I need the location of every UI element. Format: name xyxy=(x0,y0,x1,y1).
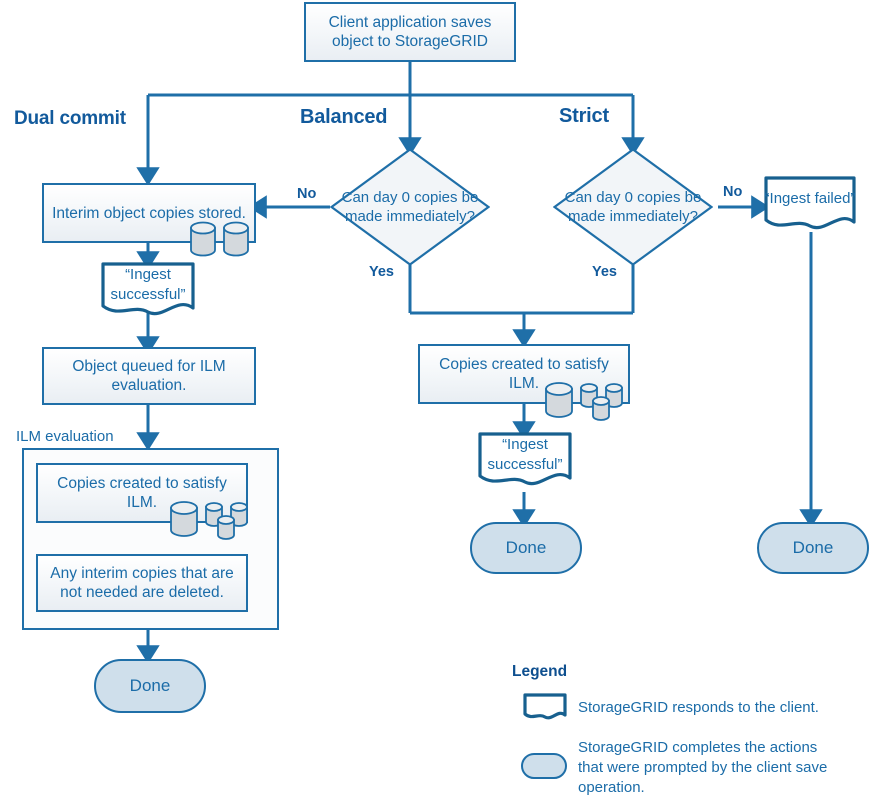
document-wave-shape xyxy=(478,432,572,486)
balanced-yes-label: Yes xyxy=(369,264,394,280)
legend-item-document-text: StorageGRID responds to the client. xyxy=(578,699,819,716)
strict-decision: Can day 0 copies be made immediately? xyxy=(552,148,714,266)
legend-item-stadium-text: StorageGRID completes the actions that w… xyxy=(578,739,828,796)
ilm-evaluation-group-label: ILM evaluation xyxy=(16,428,114,445)
object-queued-label: Object queued for ILM evaluation. xyxy=(72,358,226,394)
document-wave-shape xyxy=(101,262,195,316)
legend-item-document-icon xyxy=(523,693,567,723)
ingest-failed-node: “Ingest failed” xyxy=(764,176,856,234)
strict-no-label: No xyxy=(723,184,743,200)
ilm-interim-deleted-label: Any interim copies that are not needed a… xyxy=(50,565,234,601)
ingest-successful-left-node: “Ingest successful” xyxy=(101,262,195,320)
client-save-node-label: Client application saves object to Stora… xyxy=(328,14,492,50)
stadium-icon xyxy=(521,753,567,779)
balanced-no-label: No xyxy=(297,186,317,202)
balanced-decision-shape xyxy=(329,148,491,266)
ingest-successful-mid-node: “Ingest successful” xyxy=(478,432,572,490)
strict-decision-shape xyxy=(552,148,714,266)
done-right-node: Done xyxy=(757,522,869,574)
document-wave-shape xyxy=(764,176,856,230)
storage-cylinder-group-ilm xyxy=(168,498,254,548)
done-left-node: Done xyxy=(94,659,206,713)
copies-created-mid-label: Copies created to satisfy ILM. xyxy=(439,356,609,392)
strict-yes-label: Yes xyxy=(592,264,617,280)
storage-cylinder-group-interim xyxy=(188,218,260,262)
ingest-successful-mid-label: “Ingest successful” xyxy=(487,436,563,473)
done-mid-node: Done xyxy=(470,522,582,574)
done-right-label: Done xyxy=(792,538,834,557)
document-wave-icon xyxy=(523,693,567,720)
balanced-decision: Can day 0 copies be made immediately? xyxy=(329,148,491,266)
legend-title: Legend xyxy=(512,663,568,680)
done-left-label: Done xyxy=(129,676,171,695)
ilm-interim-deleted-node: Any interim copies that are not needed a… xyxy=(36,554,248,612)
branch-label-dual-commit: Dual commit xyxy=(14,108,126,129)
interim-copies-label: Interim object copies stored. xyxy=(52,204,246,222)
ilm-copies-created-label: Copies created to satisfy ILM. xyxy=(57,475,227,511)
branch-label-balanced: Balanced xyxy=(300,106,388,128)
legend-item-stadium-icon xyxy=(521,753,567,779)
strict-decision-label: Can day 0 copies be made immediately? xyxy=(564,189,702,225)
object-queued-node: Object queued for ILM evaluation. xyxy=(42,347,256,405)
interim-copies-node: Interim object copies stored. xyxy=(42,183,256,243)
storage-cylinder-group-mid xyxy=(543,379,629,429)
client-save-node: Client application saves object to Stora… xyxy=(304,2,516,62)
done-mid-label: Done xyxy=(505,538,547,557)
balanced-decision-label: Can day 0 copies be made immediately? xyxy=(341,189,479,225)
ingest-successful-left-label: “Ingest successful” xyxy=(110,266,186,303)
ingest-failed-label: “Ingest failed” xyxy=(764,190,856,207)
branch-label-strict: Strict xyxy=(559,105,609,127)
